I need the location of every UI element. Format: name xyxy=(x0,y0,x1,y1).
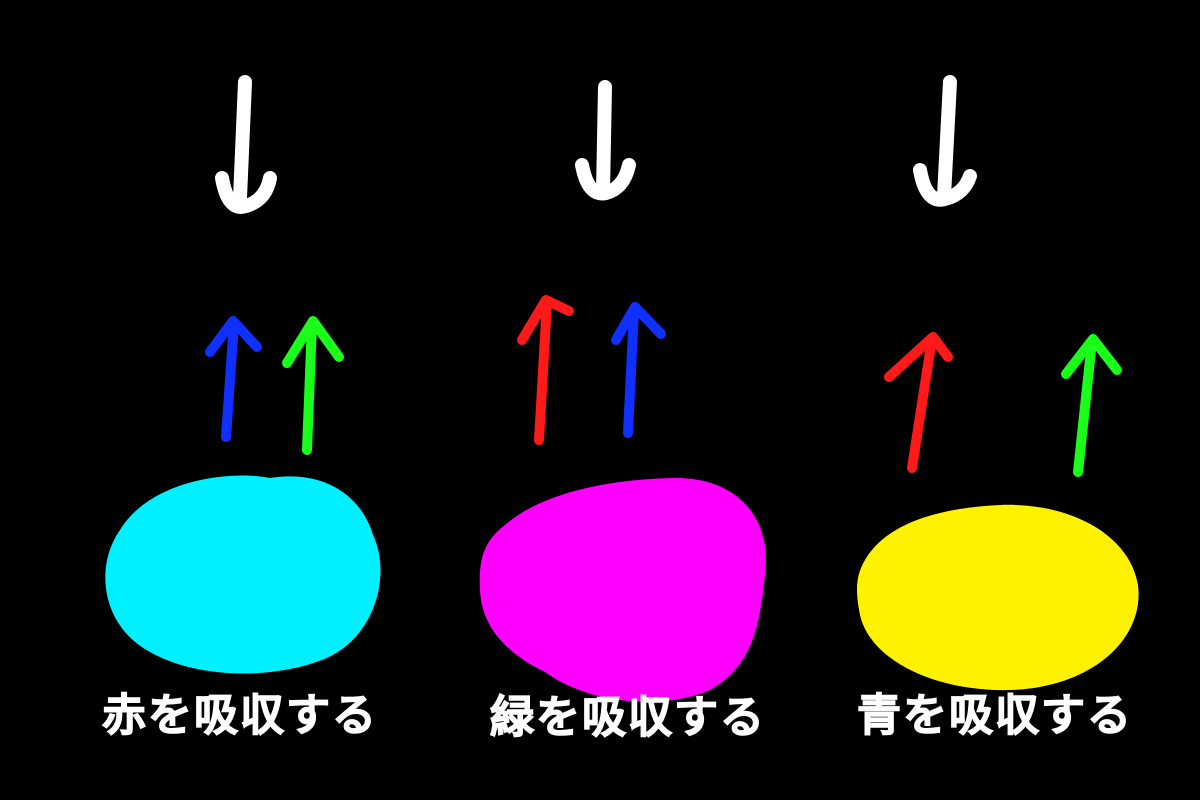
reflected-red-arrow-3 xyxy=(884,332,953,473)
reflected-red-arrow-2 xyxy=(517,295,574,445)
incoming-white-arrow-2 xyxy=(575,80,636,201)
incoming-white-arrow-3 xyxy=(913,75,977,207)
reflected-blue-arrow-1 xyxy=(205,316,262,442)
panel-magenta: 緑を吸収する xyxy=(479,80,766,744)
incoming-white-arrow-1 xyxy=(215,75,277,214)
reflected-green-arrow-1 xyxy=(282,316,344,455)
cyan-object-blob xyxy=(105,475,381,674)
magenta-object-blob xyxy=(479,478,766,702)
caption-absorbs-red: 赤を吸収する xyxy=(102,690,378,741)
yellow-object-blob xyxy=(857,504,1139,691)
reflected-green-arrow-3 xyxy=(1061,334,1122,477)
reflected-blue-arrow-2 xyxy=(611,302,666,438)
panel-yellow: 青を吸収する xyxy=(856,75,1139,742)
caption-absorbs-green: 緑を吸収する xyxy=(490,692,766,743)
panel-cyan: 赤を吸収する xyxy=(101,75,381,742)
caption-absorbs-blue: 青を吸収する xyxy=(857,690,1133,741)
